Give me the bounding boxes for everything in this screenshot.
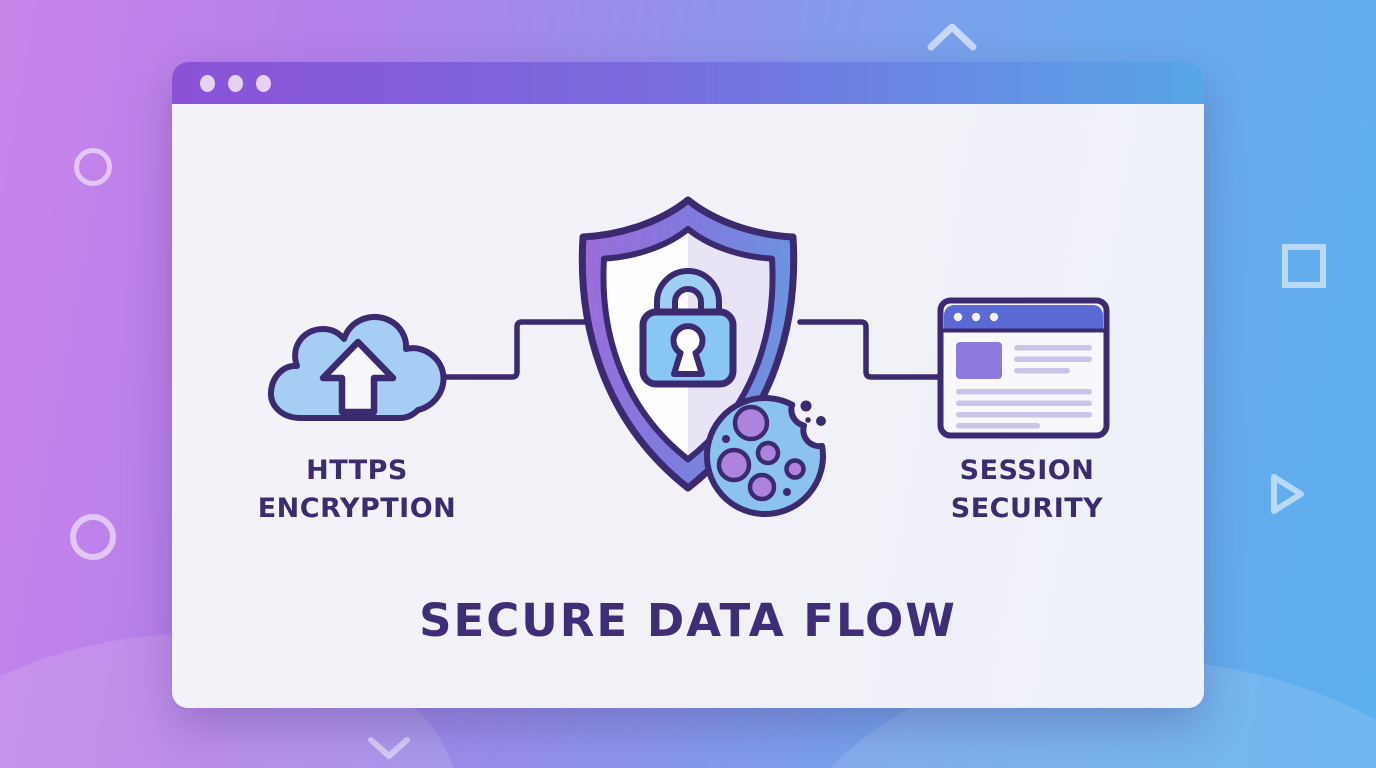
cookie-chip [747, 472, 777, 502]
square-outline-icon [1282, 244, 1326, 288]
circle-outline-icon [74, 148, 112, 186]
connector-left [442, 319, 593, 380]
flow-connectors [442, 319, 951, 380]
window-control-dot [228, 74, 243, 92]
label-line: SECURITY [950, 493, 1104, 524]
circle-outline-icon [70, 514, 116, 560]
shield-inner-outline [600, 226, 776, 463]
window-control-dot [200, 74, 215, 92]
card-dot [971, 312, 981, 322]
card-text-line [1014, 356, 1092, 362]
card-text-line [956, 412, 1092, 418]
card-header [944, 305, 1103, 330]
card-text-line [956, 400, 1092, 406]
diagram-title: SECURE DATA FLOW [419, 594, 957, 647]
padlock-icon [639, 268, 737, 388]
card-dot [953, 312, 963, 322]
cloud-upload-icon [267, 314, 447, 421]
card-image-placeholder [956, 342, 1002, 379]
cookie-dot [722, 435, 730, 443]
card-text-line [1014, 345, 1092, 351]
cookie-crumb [816, 416, 826, 426]
chevron-down-icon [368, 737, 410, 759]
cookie-crumb [800, 400, 812, 412]
label-line: HTTPS [306, 455, 408, 486]
session-security-label: SESSION SECURITY [877, 452, 1177, 528]
https-encryption-label: HTTPS ENCRYPTION [207, 452, 507, 528]
card-border [937, 297, 1110, 439]
cookie-bite-icon [703, 395, 826, 518]
cookie-chip [784, 458, 806, 480]
card-text-line [956, 423, 1040, 429]
keyhole-icon [670, 323, 706, 377]
cookie-dot [783, 488, 791, 496]
card-dot [989, 312, 999, 322]
cookie-chip [732, 404, 770, 442]
label-line: SESSION [959, 455, 1095, 486]
triangle-outline-icon [1271, 474, 1304, 514]
browser-window-icon [937, 297, 1110, 439]
window-titlebar [172, 62, 1204, 104]
upload-arrow-icon [319, 338, 397, 416]
window-control-dot [256, 74, 271, 92]
label-line: ENCRYPTION [257, 493, 457, 524]
connector-right [797, 319, 951, 380]
chevron-up-icon [927, 23, 977, 51]
card-text-line [956, 389, 1092, 395]
cookie-chip [716, 447, 752, 483]
lock-shackle [660, 274, 716, 316]
card-text-line [1014, 368, 1070, 374]
cookie-chip [755, 440, 781, 466]
cookie-crumb [805, 417, 811, 423]
